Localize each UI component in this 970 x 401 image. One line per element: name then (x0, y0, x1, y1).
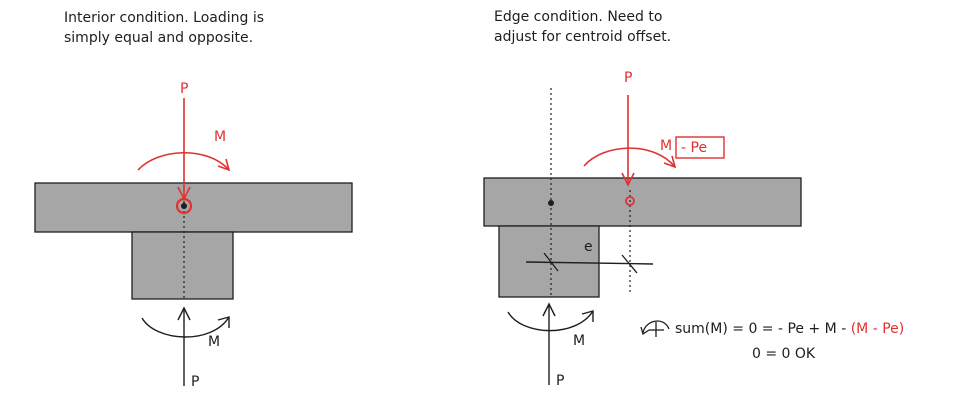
left-caption-line1: Interior condition. Loading is (64, 10, 264, 26)
right-offset-dimension-line (525, 261, 654, 265)
left-bottom-force-arrowhead (177, 306, 191, 321)
left-top-moment-arrow (137, 152, 230, 171)
right-load-point-ring (625, 196, 635, 206)
left-top-moment-arrowhead (217, 158, 231, 172)
right-top-moment-arrowhead (663, 155, 677, 169)
equation-lhs: sum(M) = 0 = - Pe + M - (675, 321, 851, 337)
left-top-force-arrowhead (177, 186, 191, 201)
left-bottom-force-label: P (191, 374, 199, 390)
left-column (131, 231, 234, 300)
right-top-force-arrowhead (621, 172, 635, 187)
counterclockwise-sum-icon (640, 320, 670, 337)
equation-result: 0 = 0 OK (752, 346, 816, 362)
left-bottom-moment-arrow (141, 316, 230, 338)
right-correction-box (675, 136, 725, 159)
right-slab (483, 177, 802, 227)
right-offset-tick-left (543, 252, 559, 272)
right-bottom-force-arrowhead (542, 302, 556, 317)
left-bottom-moment-arrowhead (217, 316, 230, 328)
right-column (498, 225, 600, 298)
right-offset-label: e (584, 239, 593, 255)
right-bottom-moment-label: M (573, 333, 585, 349)
right-bottom-moment-arrowhead (581, 310, 594, 322)
left-top-force-label: P (180, 81, 188, 97)
left-caption-line2: simply equal and opposite. (64, 30, 253, 46)
equation-rhs-red: (M - Pe) (851, 321, 905, 337)
right-bottom-force-label: P (556, 373, 564, 389)
right-bottom-moment-arrow (507, 310, 594, 332)
left-bottom-moment-label: M (208, 334, 220, 350)
equation-line1: sum(M) = 0 = - Pe + M - (M - Pe) (675, 321, 904, 337)
right-column-centroid-dot (548, 200, 554, 206)
left-top-moment-label: M (214, 129, 226, 145)
right-top-force-label: P (624, 70, 632, 86)
left-centroid-dot (181, 203, 187, 209)
right-correction-label: - Pe (681, 140, 707, 156)
left-slab (34, 182, 353, 233)
right-top-moment-label: M (660, 138, 672, 154)
right-top-moment-arrow (583, 147, 676, 168)
right-offset-tick-right (621, 254, 638, 274)
right-caption-line2: adjust for centroid offset. (494, 29, 671, 45)
right-caption-line1: Edge condition. Need to (494, 9, 662, 25)
